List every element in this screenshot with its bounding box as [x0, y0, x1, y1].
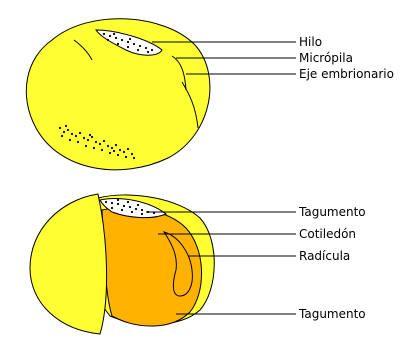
- speckle-dot: [67, 129, 69, 131]
- hilum-dot: [107, 39, 109, 41]
- speckle-dot: [133, 157, 135, 159]
- hilum-dot: [115, 37, 117, 39]
- hilo-label: Hilo: [299, 35, 322, 49]
- speckle-dot: [63, 131, 65, 133]
- hilum-dot: [147, 51, 149, 53]
- hilum-dot: [127, 201, 129, 203]
- speckle-dot: [79, 132, 81, 134]
- speckle-dot: [69, 139, 71, 141]
- hilum-dot: [105, 201, 107, 203]
- speckle-dot: [113, 150, 115, 152]
- hilum-dot: [111, 207, 113, 209]
- hilum-dot: [141, 209, 143, 211]
- hilum-dot: [129, 38, 131, 40]
- hilum-dot: [127, 41, 129, 43]
- speckle-dot: [101, 149, 103, 151]
- hilum-dot: [131, 211, 133, 213]
- speckle-dot: [103, 140, 105, 142]
- speckle-dot: [99, 143, 101, 145]
- speckle-dot: [125, 156, 127, 158]
- speckle-dot: [119, 149, 121, 151]
- speckle-dot: [109, 152, 111, 154]
- hilum-dot: [151, 49, 153, 51]
- speckle-dot: [89, 134, 91, 136]
- speckle-dot: [115, 144, 117, 146]
- speckle-dot: [123, 151, 125, 153]
- speckle-dot: [117, 154, 119, 156]
- speckle-dot: [83, 137, 85, 139]
- hilum-dot: [111, 202, 113, 204]
- speckle-dot: [107, 145, 109, 147]
- seed-coat-flap: [30, 194, 107, 334]
- hilum-dot: [141, 213, 143, 215]
- eje-label: Eje embrionario: [299, 67, 394, 81]
- radicula-label: Radícula: [299, 249, 350, 263]
- speckle-dot: [127, 148, 129, 150]
- speckle-dot: [131, 153, 133, 155]
- tagumento-top-label: Tagumento: [298, 205, 366, 219]
- speckle-dot: [59, 127, 61, 129]
- hilum-dot: [129, 206, 131, 208]
- speckle-dot: [91, 136, 93, 138]
- speckle-dot: [65, 125, 67, 127]
- hilum-dot: [103, 33, 105, 35]
- hilum-dot: [117, 199, 119, 201]
- hilum-dot: [113, 33, 115, 35]
- hilum-dot: [127, 46, 129, 48]
- speckle-dot: [75, 135, 77, 137]
- top-seed: [26, 19, 210, 170]
- hilum-dot: [117, 43, 119, 45]
- hilum-dot: [137, 204, 139, 206]
- hilum-dot: [145, 47, 147, 49]
- hilum-dot: [117, 203, 119, 205]
- cotiledon-label: Cotiledón: [299, 227, 356, 241]
- hilum-dot: [109, 35, 111, 37]
- hilum-dot: [137, 49, 139, 51]
- tagumento-bottom-label: Tagumento: [298, 307, 366, 321]
- hilum-dot: [121, 209, 123, 211]
- speckle-dot: [95, 141, 97, 143]
- speckle-dot: [87, 139, 89, 141]
- micropila-label: Micrópila: [299, 51, 353, 65]
- speckle-dot: [61, 135, 63, 137]
- speckle-dot: [111, 147, 113, 149]
- speckle-dot: [93, 147, 95, 149]
- hilum-dot: [121, 39, 123, 41]
- speckle-dot: [71, 133, 73, 135]
- speckle-dot: [77, 141, 79, 143]
- speckle-dot: [85, 145, 87, 147]
- hilum-dot: [139, 45, 141, 47]
- hilum-dot: [135, 208, 137, 210]
- hilum-dot: [133, 43, 135, 45]
- hilum-dot: [123, 205, 125, 207]
- bottom-seed: [30, 194, 214, 334]
